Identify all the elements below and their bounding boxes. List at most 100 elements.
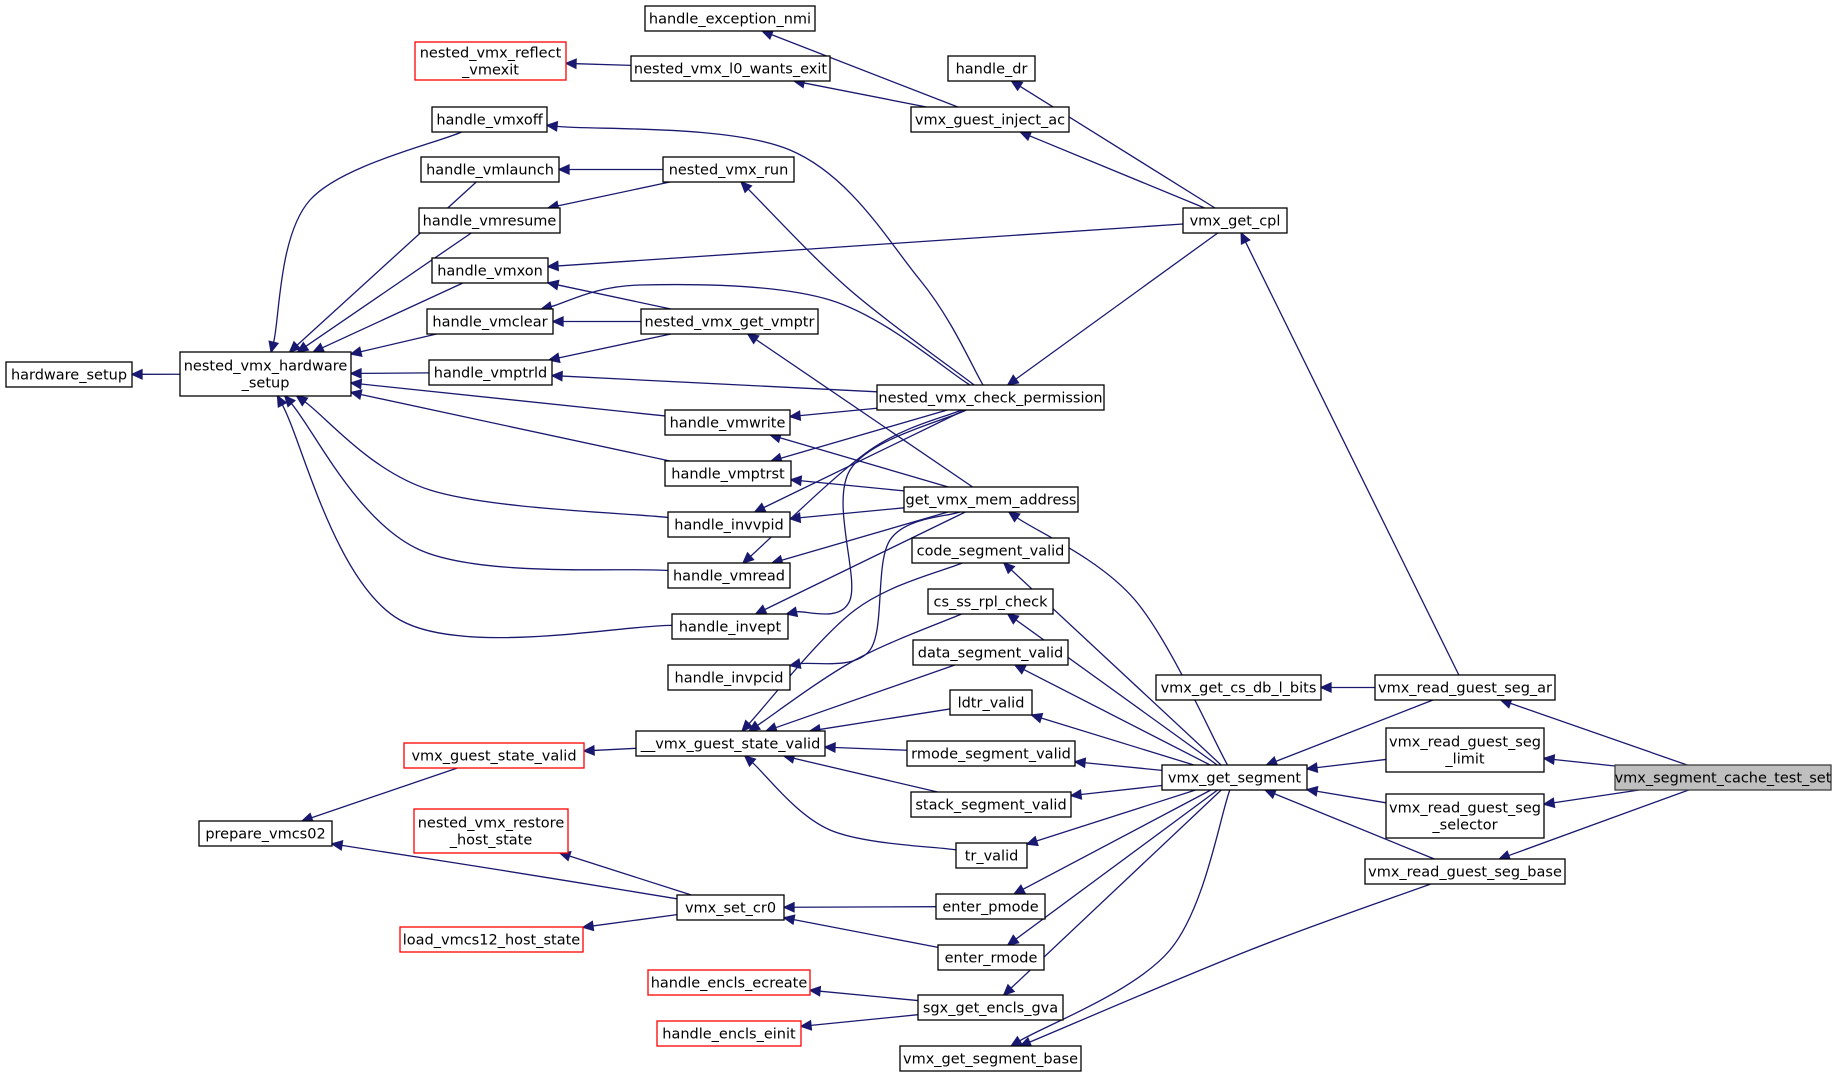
node-prepare-vmcs02[interactable]: prepare_vmcs02 — [198, 820, 333, 847]
node-box — [662, 156, 795, 183]
node-nested-vmx-restore-host-state[interactable]: nested_vmx_restore_host_state — [413, 808, 569, 854]
node-handle-vmlaunch[interactable]: handle_vmlaunch — [420, 156, 560, 183]
node-handle-exception-nmi[interactable]: handle_exception_nmi — [644, 5, 816, 32]
edge-line — [748, 562, 963, 725]
node-vmx-set-cr0[interactable]: vmx_set_cr0 — [676, 894, 785, 921]
node-handle-encls-einit[interactable]: handle_encls_einit — [656, 1020, 802, 1047]
edge-vmx_get_cpl-to-vmx_guest_inject_ac — [1018, 130, 1205, 209]
node-handle-vmread[interactable]: handle_vmread — [667, 562, 791, 589]
node-vmx-guest-inject-ac[interactable]: vmx_guest_inject_ac — [910, 106, 1070, 133]
node-box — [910, 791, 1072, 818]
node-handle-vmwrite[interactable]: handle_vmwrite — [664, 409, 791, 436]
edge-handle_vmclear-to-nested_vmx_hardware_setup — [349, 333, 437, 357]
edge-layer — [130, 29, 1689, 1047]
arrowhead-icon — [1013, 664, 1027, 675]
node-vmx-read-guest-seg-ar[interactable]: vmx_read_guest_seg_ar — [1374, 674, 1556, 701]
node-handle-vmclear[interactable]: handle_vmclear — [426, 308, 554, 335]
node-nested-vmx-get-vmptr[interactable]: nested_vmx_get_vmptr — [640, 308, 819, 335]
edge-line — [779, 437, 949, 488]
edge-line — [757, 613, 962, 726]
edge-line — [764, 511, 966, 611]
node-label: vmx_guest_inject_ac — [915, 113, 1065, 129]
node-nested-vmx-l0-wants-exit[interactable]: nested_vmx_l0_wants_exit — [630, 55, 831, 82]
node-data-segment-valid[interactable]: data_segment_valid — [912, 639, 1069, 666]
node-cs-ss-rpl-check[interactable]: cs_ss_rpl_check — [927, 588, 1054, 615]
node-vmx-guest-state-valid[interactable]: vmx_guest_state_valid — [403, 742, 585, 769]
node-box — [179, 351, 352, 397]
node-label: rmode_segment_valid — [911, 747, 1071, 763]
edge-line — [819, 990, 919, 1002]
node-label: enter_rmode — [945, 951, 1038, 967]
node-handle-vmresume[interactable]: handle_vmresume — [418, 207, 561, 234]
node-vmx-get-segment[interactable]: vmx_get_segment — [1161, 764, 1308, 791]
node-box — [426, 308, 554, 335]
node-vmx-read-guest-seg-limit[interactable]: vmx_read_guest_seg_limit — [1385, 727, 1545, 773]
node-label: handle_vmwrite — [670, 416, 786, 432]
node-nested-vmx-run[interactable]: nested_vmx_run — [662, 156, 795, 183]
node-vmx-read-guest-seg-base[interactable]: vmx_read_guest_seg_base — [1364, 858, 1566, 885]
node-box — [664, 460, 792, 487]
arrowhead-icon — [1006, 374, 1020, 386]
node-label: nested_vmx_hardware — [184, 359, 348, 375]
arrowhead-icon — [130, 368, 143, 380]
node-label: _selector — [1431, 818, 1497, 834]
node-load-vmcs12-host-state[interactable]: load_vmcs12_host_state — [399, 926, 584, 953]
node-label: code_segment_valid — [917, 544, 1065, 560]
node-vmx-read-guest-seg-selector[interactable]: vmx_read_guest_seg_selector — [1385, 793, 1545, 839]
node-nested-vmx-hardware-setup[interactable]: nested_vmx_hardware_setup — [179, 351, 352, 397]
node-code-segment-valid[interactable]: code_segment_valid — [911, 537, 1070, 564]
arrowhead-icon — [1319, 681, 1332, 694]
edge-nested_vmx_run-to-handle_vmresume — [546, 181, 671, 212]
node-nested-vmx-reflect-vmexit[interactable]: nested_vmx_reflect_vmexit — [414, 41, 567, 81]
node-box — [906, 740, 1076, 767]
node-box — [1374, 674, 1556, 701]
node-handle-vmxoff[interactable]: handle_vmxoff — [431, 106, 548, 133]
edge-line — [771, 34, 959, 108]
node-stack-segment-valid[interactable]: stack_segment_valid — [910, 791, 1072, 818]
node-label: vmx_get_segment — [1168, 771, 1302, 787]
node-vmx-get-segment-base[interactable]: vmx_get_segment_base — [899, 1045, 1082, 1072]
node-vmx-get-cpl[interactable]: vmx_get_cpl — [1182, 207, 1288, 234]
node-handle-invept[interactable]: handle_invept — [671, 613, 789, 640]
edge-line — [322, 282, 464, 349]
node-box — [403, 742, 585, 769]
edge-line — [796, 409, 967, 615]
edge-line — [1015, 232, 1219, 380]
arrowhead-icon — [823, 742, 836, 754]
node-sgx-get-encls-gva[interactable]: sgx_get_encls_gva — [917, 994, 1064, 1021]
node-vmx-segment-cache-test-set[interactable]: vmx_segment_cache_test_set — [1614, 764, 1832, 791]
node-rmode-segment-valid[interactable]: rmode_segment_valid — [906, 740, 1076, 767]
node-tr-valid[interactable]: tr_valid — [955, 842, 1028, 869]
edge-vmx_read_guest_seg_base-to-vmx_get_segment_base — [1018, 883, 1431, 1047]
node-handle-invpcid[interactable]: handle_invpcid — [667, 664, 791, 691]
edge-line — [834, 746, 908, 751]
node-handle-encls-ecreate[interactable]: handle_encls_ecreate — [647, 969, 811, 996]
node-get-vmx-mem-address[interactable]: get_vmx_mem_address — [903, 486, 1079, 513]
edge-get_vmx_mem_address-to-nested_vmx_get_vmptr — [746, 333, 974, 488]
edge-vmx_read_guest_seg_selector-to-vmx_get_segment — [1305, 785, 1387, 804]
node-label: handle_vmread — [673, 569, 785, 585]
node-handle-invvpid[interactable]: handle_invvpid — [667, 511, 791, 538]
node-nested-vmx-check-permission[interactable]: nested_vmx_check_permission — [876, 384, 1105, 411]
node-handle-dr[interactable]: handle_dr — [947, 55, 1036, 82]
node-handle-vmptrst[interactable]: handle_vmptrst — [664, 460, 792, 487]
node-handle-vmxon[interactable]: handle_vmxon — [431, 257, 549, 284]
node-enter-pmode[interactable]: enter_pmode — [935, 893, 1046, 920]
node-vmx-get-cs-db-l-bits[interactable]: vmx_get_cs_db_l_bits — [1155, 674, 1322, 701]
edge-nested_vmx_check_permission-to-handle_invept — [785, 409, 967, 618]
arrowhead-icon — [349, 389, 363, 401]
arrowhead-icon — [1069, 788, 1083, 800]
node-hardware-setup[interactable]: hardware_setup — [5, 361, 133, 388]
node-enter-rmode[interactable]: enter_rmode — [937, 944, 1045, 971]
arrowhead-icon — [268, 340, 280, 354]
node-label: handle_vmresume — [423, 214, 557, 230]
node-vmx-guest-state-valid-inner[interactable]: __vmx_guest_state_valid — [635, 730, 826, 757]
node-label: nested_vmx_run — [669, 163, 789, 179]
edge-get_vmx_mem_address-to-handle_vmptrst — [789, 475, 905, 492]
edge-vmx_set_cr0-to-prepare_vmcs02 — [330, 840, 678, 900]
node-label: cs_ss_rpl_check — [933, 595, 1048, 611]
node-handle-vmptrld[interactable]: handle_vmptrld — [428, 359, 553, 386]
node-ldtr-valid[interactable]: ldtr_valid — [949, 689, 1033, 716]
edge-line — [755, 339, 974, 488]
node-box — [949, 689, 1033, 716]
